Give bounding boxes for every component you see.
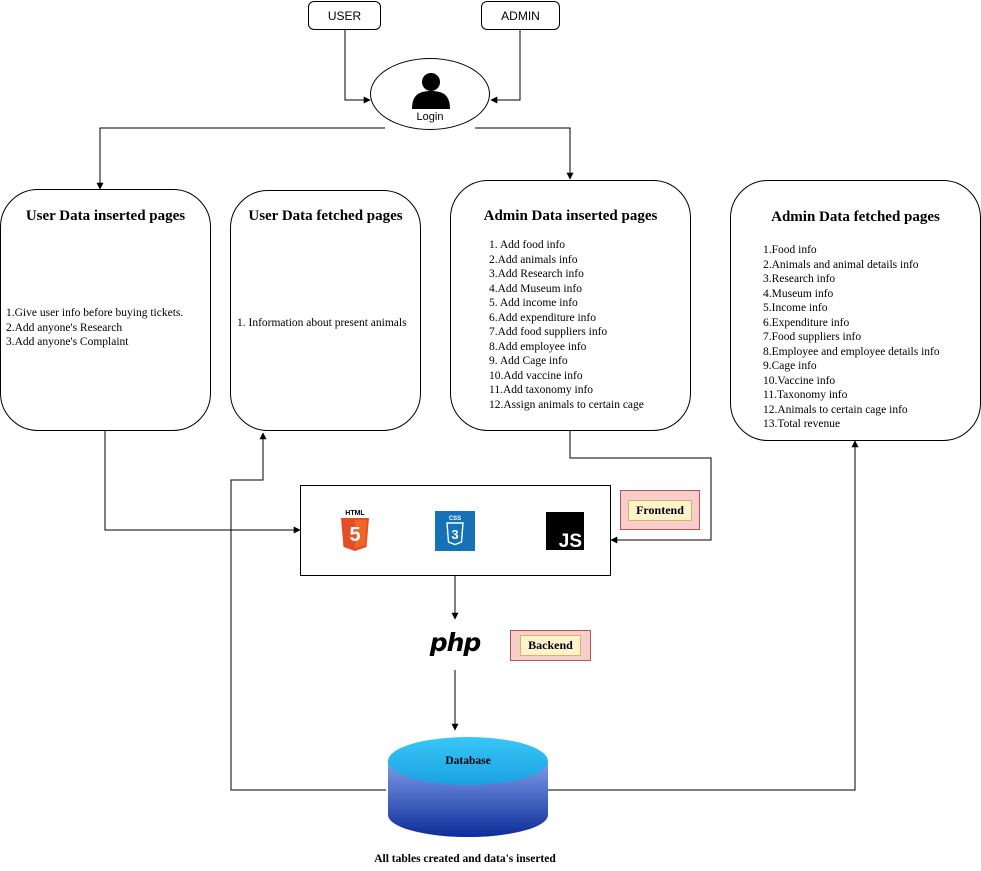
- user-fetched-title: User Data fetched pages: [248, 208, 403, 224]
- list-item: 7.Food suppliers info: [763, 331, 862, 343]
- css-logo-text: CSS: [449, 516, 461, 522]
- list-item: 10.Add vaccine info: [489, 369, 583, 382]
- list-item: 12.Assign animals to certain cage: [489, 398, 644, 411]
- admin-actor-box: ADMIN: [481, 1, 560, 30]
- list-item: 1. Add food info: [489, 239, 566, 251]
- login-node: Login: [370, 58, 490, 130]
- list-item: 9. Add Cage info: [489, 355, 568, 367]
- css-logo-digit: 3: [451, 527, 458, 542]
- list-item: 10.Vaccine info: [763, 374, 836, 387]
- list-item: 2.Animals and animal details info: [763, 258, 919, 271]
- list-item: 1.Give user info before buying tickets.: [6, 307, 184, 319]
- admin-fetched-title: Admin Data fetched pages: [771, 209, 940, 225]
- js-logo-text: JS: [559, 531, 582, 550]
- list-item: 1.Food info: [763, 244, 817, 256]
- frontend-tag-label: Frontend: [628, 499, 692, 521]
- user-to-login-arrow: [344, 30, 371, 104]
- user-inserted-panel: User Data inserted pages 1.Give user inf…: [0, 189, 211, 431]
- html-logo-text: HTML: [345, 510, 365, 517]
- list-item: 5.Income info: [763, 302, 828, 314]
- user-fetched-panel: User Data fetched pages 1. Information a…: [230, 190, 421, 431]
- user-inserted-title: User Data inserted pages: [25, 208, 186, 224]
- html5-logo-icon: HTML 5: [341, 510, 369, 551]
- list-item: 9.Cage info: [763, 360, 817, 372]
- admin-fetched-panel: Admin Data fetched pages 1.Food info 2.A…: [730, 180, 981, 441]
- admin-actor-label: ADMIN: [501, 8, 540, 23]
- list-item: 4.Add Museum info: [489, 282, 582, 295]
- user-actor-box: USER: [308, 1, 381, 30]
- user-fetched-list: 1. Information about present animals: [237, 316, 407, 331]
- js-logo-icon: JS: [546, 512, 584, 550]
- database-caption: All tables created and data's inserted: [374, 853, 556, 865]
- list-item: 2.Add animals info: [489, 253, 578, 266]
- list-item: 13.Total revenue: [763, 418, 841, 430]
- list-item: 7.Add food suppliers info: [489, 326, 608, 338]
- login-to-user-pages-arrow: [96, 127, 385, 190]
- list-item: 11.Taxonomy info: [763, 389, 848, 401]
- css3-logo-icon: CSS 3: [435, 511, 475, 551]
- html-logo-digit: 5: [349, 524, 360, 546]
- list-item: 12.Animals to certain cage info: [763, 403, 908, 416]
- login-label: Login: [416, 111, 444, 123]
- list-item: 3.Add Research info: [489, 268, 584, 280]
- database-label: Database: [445, 755, 491, 767]
- list-item: 1. Information about present animals: [237, 317, 407, 329]
- user-inserted-list: 1.Give user info before buying tickets. …: [6, 306, 183, 350]
- admin-pages-to-frontend-arrow: [569, 431, 712, 544]
- user-actor-label: USER: [327, 8, 362, 23]
- list-item: 8.Add employee info: [489, 340, 587, 353]
- backend-tag: Backend: [510, 630, 591, 661]
- database-to-user-fetched-arrow: [230, 432, 386, 791]
- list-item: 3.Research info: [763, 273, 836, 285]
- php-logo-icon: php: [429, 628, 482, 657]
- list-item: 6.Add expenditure info: [489, 311, 596, 324]
- user-icon: [412, 73, 450, 109]
- admin-inserted-list: 1. Add food info 2.Add animals info 3.Ad…: [489, 238, 644, 412]
- admin-to-login-arrow: [490, 30, 521, 104]
- list-item: 5. Add income info: [489, 297, 578, 309]
- list-item: 2.Add anyone's Research: [6, 321, 123, 334]
- frontend-box: HTML 5 CSS 3 JS: [300, 485, 611, 576]
- list-item: 3.Add anyone's Complaint: [6, 336, 129, 348]
- admin-inserted-panel: Admin Data inserted pages 1. Add food in…: [450, 180, 691, 431]
- admin-fetched-list: 1.Food info 2.Animals and animal details…: [763, 243, 940, 432]
- frontend-tag: Frontend: [620, 490, 700, 530]
- admin-inserted-title: Admin Data inserted pages: [483, 208, 658, 224]
- database-cylinder-icon: [388, 737, 548, 837]
- user-pages-to-frontend-arrow: [104, 431, 301, 534]
- list-item: 11.Add taxonomy info: [489, 384, 594, 396]
- backend-tag-label: Backend: [520, 635, 581, 656]
- login-to-admin-pages-arrow: [475, 127, 574, 180]
- list-item: 6.Expenditure info: [763, 316, 850, 329]
- list-item: 8.Employee and employee details info: [763, 345, 940, 358]
- list-item: 4.Museum info: [763, 287, 834, 300]
- database-to-admin-fetched-arrow: [548, 440, 859, 791]
